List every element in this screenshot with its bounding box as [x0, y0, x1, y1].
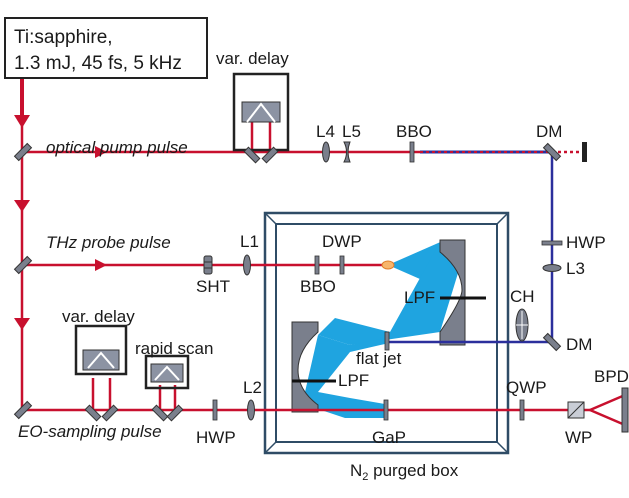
source-label-line1: Ti:sapphire, — [14, 27, 113, 48]
shutter — [203, 255, 213, 275]
hwp-bottom-label: HWP — [196, 428, 236, 447]
beam-arrows — [14, 146, 107, 330]
source-label-line2: 1.3 mJ, 45 fs, 5 kHz — [14, 53, 182, 74]
lens-L4-label: L4 — [316, 122, 335, 141]
gap-crystal-label: GaP — [372, 428, 406, 447]
purged-box — [263, 211, 510, 455]
thz-probe-pulse-label: THz probe pulse — [46, 233, 171, 252]
var-delay-top-stage — [232, 72, 290, 152]
flat-jet-label: flat jet — [356, 349, 402, 368]
bbo-mid-label: BBO — [300, 277, 336, 296]
mirrors — [13, 142, 562, 422]
optical-pump-pulse-label: optical pump pulse — [46, 138, 188, 157]
chopper-label: CH — [510, 287, 535, 306]
eo-sampling-pulse-label: EO-sampling pulse — [18, 422, 162, 441]
purged-box-label: N2 purged box — [350, 461, 459, 483]
rapid-scan-stage — [144, 354, 190, 390]
lpf-bottom-label: LPF — [338, 371, 369, 390]
wollaston-prism — [567, 401, 585, 419]
dm-bottom-label: DM — [566, 335, 592, 354]
dwp-label: DWP — [322, 232, 362, 251]
var-delay-bottom-stage — [74, 324, 128, 376]
lens-L3-label: L3 — [566, 259, 585, 278]
dm-top-label: DM — [536, 122, 562, 141]
hwp-right-label: HWP — [566, 233, 606, 252]
blue-beam — [385, 152, 554, 344]
plasma-spot — [381, 260, 395, 270]
parabolic-mirrors — [291, 239, 466, 413]
lpf-top-label: LPF — [404, 288, 435, 307]
balanced-photodetector — [621, 387, 629, 433]
lenses — [243, 141, 562, 421]
qwp-label: QWP — [506, 378, 547, 397]
thz-beam — [305, 240, 462, 418]
var-delay-top-label: var. delay — [216, 49, 289, 68]
red-beams — [20, 78, 626, 427]
thin-plates — [212, 141, 563, 421]
laser-source-box — [4, 17, 208, 79]
beam-dump — [582, 142, 587, 162]
source-beam-arrow — [14, 78, 30, 128]
shutter-label: SHT — [196, 277, 230, 296]
bpd-label: BPD — [594, 367, 629, 386]
chopper — [515, 308, 529, 342]
bbo-top-label: BBO — [396, 122, 432, 141]
lens-L1-label: L1 — [240, 232, 259, 251]
lens-L5-label: L5 — [342, 122, 361, 141]
lens-L2-label: L2 — [243, 378, 262, 397]
wollaston-prism-label: WP — [565, 428, 592, 447]
lpf-filters — [292, 296, 486, 383]
rapid-scan-label: rapid scan — [135, 339, 213, 358]
var-delay-bottom-label: var. delay — [62, 307, 135, 326]
